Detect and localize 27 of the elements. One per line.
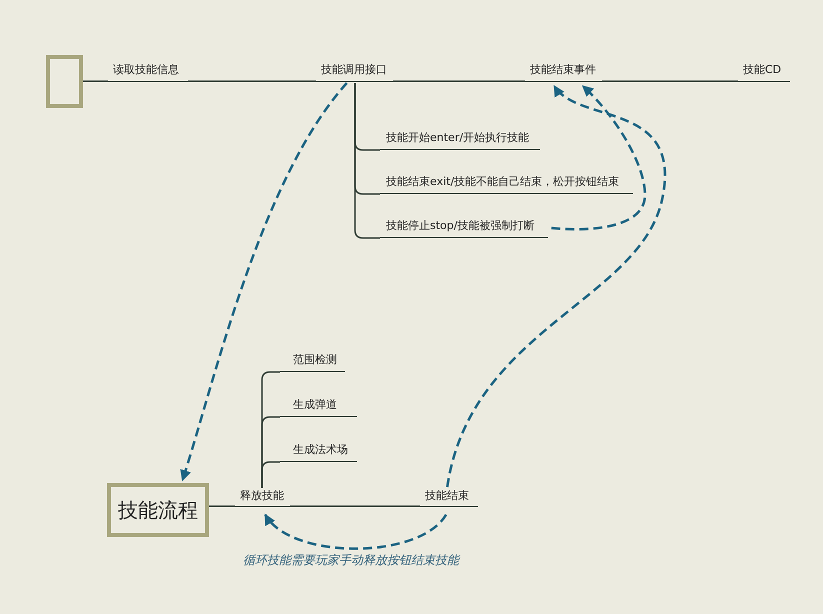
connector-line	[188, 80, 316, 82]
connector-line	[602, 80, 738, 82]
topic-label: 生成弹道	[280, 397, 357, 417]
edge-label: 循环技能需要玩家手动释放按钮结束技能	[241, 552, 461, 569]
topic-label: 技能结束事件	[525, 62, 602, 82]
topic-label: 技能结束	[420, 488, 478, 507]
connector-line	[393, 80, 525, 82]
topic-label: 释放技能	[235, 488, 290, 507]
topic-label: 技能CD	[738, 62, 790, 82]
connector-line	[354, 83, 380, 239]
connector-line	[209, 506, 235, 507]
topic-label: 技能开始enter/开始执行技能	[380, 130, 540, 150]
topic-label: 范围检测	[280, 352, 345, 372]
dashed-arrow	[264, 514, 448, 550]
connector-line	[290, 506, 420, 507]
connector-line	[83, 80, 108, 82]
connector-line	[261, 461, 280, 488]
empty-box	[46, 55, 83, 108]
topic-label: 技能停止stop/技能被强制打断	[380, 218, 548, 238]
topic-label: 生成法术场	[280, 442, 357, 462]
dashed-arrow	[446, 85, 666, 488]
topic-box: 技能流程	[107, 483, 209, 537]
topic-label: 技能结束exit/技能不能自己结束，松开按钮结束	[380, 174, 633, 194]
dashed-arrow	[180, 82, 348, 482]
dashed-arrow	[551, 85, 646, 230]
topic-label: 读取技能信息	[108, 62, 188, 82]
topic-label: 技能调用接口	[316, 62, 393, 82]
